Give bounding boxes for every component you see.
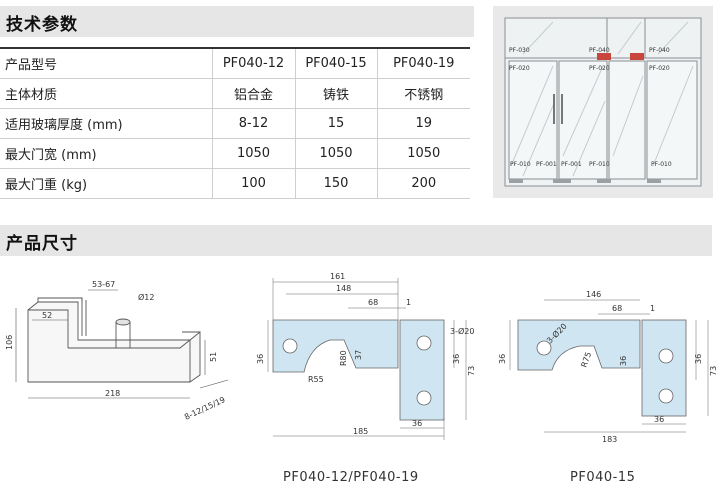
drawing-caption-2: PF040-15: [570, 470, 636, 485]
dim-label: R75: [579, 351, 593, 369]
dim-label: 53-67: [92, 280, 115, 289]
row-label: 产品型号: [0, 47, 212, 79]
dim-label: 68: [368, 298, 378, 307]
table-row: 最大门宽 (mm) 1050 1050 1050: [0, 138, 470, 169]
table-row: 最大门重 (kg) 100 150 200: [0, 168, 470, 199]
cell: 1050: [294, 138, 377, 169]
spec-section-title: 技术参数: [6, 15, 78, 35]
dim-label: 161: [330, 272, 345, 281]
dim-label: 37: [354, 350, 363, 360]
dim-label: 51: [209, 352, 218, 362]
accent-fittings: [597, 53, 644, 60]
cell: PF040-12: [211, 47, 295, 79]
table-row: 适用玻璃厚度 (mm) 8-12 15 19: [0, 108, 470, 139]
door-label: PF-030: [509, 47, 530, 54]
door-label: PF-010: [589, 161, 610, 168]
dim-label: 106: [5, 335, 14, 350]
door-label: PF-020: [649, 65, 670, 72]
spec-section-header: 技术参数: [0, 6, 474, 37]
door-svg: PF-030 PF-020 PF-040 PF-020 PF-040 PF-02…: [504, 17, 702, 187]
dim-label: 73: [709, 366, 718, 376]
dim-label: 1: [406, 298, 411, 307]
dim-label: 148: [336, 284, 351, 293]
drawing-caption-1: PF040-12/PF040-19: [283, 470, 419, 485]
cell: 铸铁: [294, 78, 377, 109]
row-label: 最大门宽 (mm): [0, 138, 212, 169]
cell: 1050: [211, 138, 295, 169]
row-label: 最大门重 (kg): [0, 168, 212, 199]
cell: 不锈钢: [376, 78, 470, 109]
dim-label: 36: [694, 354, 703, 364]
cell: 铝合金: [211, 78, 295, 109]
row-label: 主体材质: [0, 78, 212, 109]
dim-label: 36: [619, 356, 628, 366]
door-label: PF-020: [589, 65, 610, 72]
door-label: PF-001: [561, 161, 582, 168]
door-label: PF-040: [649, 47, 670, 54]
dim-label: 8-12/15/19: [183, 395, 227, 422]
dim-label: 218: [105, 389, 120, 398]
dim-label: 36: [654, 415, 664, 424]
dimensions-section-title: 产品尺寸: [6, 234, 78, 254]
table-row: 主体材质 铝合金 铸铁 不锈钢: [0, 78, 470, 109]
isometric-drawing: 53-67 Ø12 52 106 51 218 8-12/15/19: [5, 280, 229, 422]
dimension-drawing-2: 146 68 1 3-Ø20 R75 36 36 73 36 183 36: [498, 290, 718, 444]
cell: PF040-19: [376, 47, 470, 79]
dim-label: 36: [452, 354, 461, 364]
dim-label: R80: [339, 350, 348, 366]
cell: 1050: [376, 138, 470, 169]
dim-label: 146: [586, 290, 601, 299]
spec-table: 产品型号 PF040-12 PF040-15 PF040-19 主体材质 铝合金…: [0, 47, 470, 199]
dim-label: 36: [412, 419, 422, 428]
dim-label: 1: [650, 304, 655, 313]
cell: 100: [211, 168, 295, 199]
dim-label: 52: [42, 311, 52, 320]
door-installation-diagram: PF-030 PF-020 PF-040 PF-020 PF-040 PF-02…: [493, 6, 713, 198]
dim-label: 36: [256, 354, 265, 364]
dim-label: 3-Ø20: [450, 326, 474, 336]
door-label: PF-010: [651, 161, 672, 168]
table-row: 产品型号 PF040-12 PF040-15 PF040-19: [0, 47, 470, 79]
dim-label: Ø12: [138, 292, 154, 302]
cell: 200: [376, 168, 470, 199]
door-label: PF-010: [510, 161, 531, 168]
row-label: 适用玻璃厚度 (mm): [0, 108, 212, 139]
dim-label: R55: [308, 375, 324, 384]
cell: PF040-15: [294, 47, 377, 79]
cell: 19: [376, 108, 470, 139]
dim-label: 73: [467, 366, 476, 376]
dim-label: 183: [602, 435, 617, 444]
dim-label: 68: [612, 304, 622, 313]
dim-label: 36: [498, 354, 507, 364]
door-label: PF-001: [536, 161, 557, 168]
door-label: PF-020: [509, 65, 530, 72]
dimensions-section-header: 产品尺寸: [0, 225, 712, 256]
cell: 150: [294, 168, 377, 199]
cell: 8-12: [211, 108, 295, 139]
dimension-drawing-1: 161 148 68 1 3-Ø20 R80 37 36 R55 36 73 1…: [256, 272, 476, 440]
dim-label: 185: [353, 427, 368, 436]
cell: 15: [294, 108, 377, 139]
door-label: PF-040: [589, 47, 610, 54]
